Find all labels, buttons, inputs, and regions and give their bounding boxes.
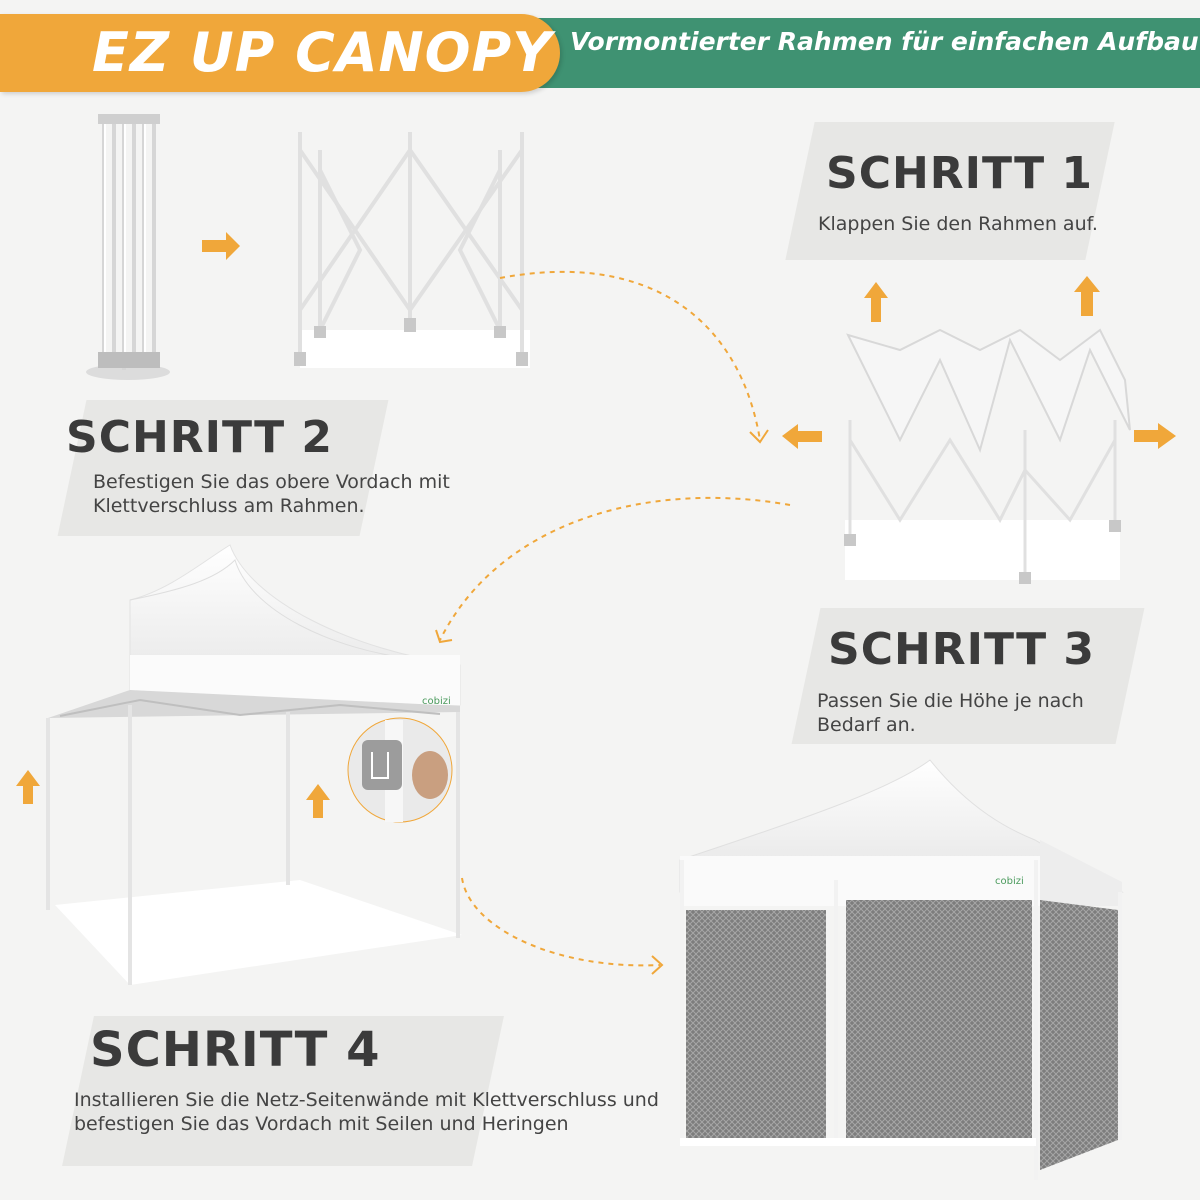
right-arrow-icon	[1134, 423, 1176, 449]
up-arrow-icon	[16, 770, 40, 804]
up-arrow-icon	[1074, 276, 1100, 316]
expanded-frame-image	[294, 132, 530, 368]
step4-title: SCHRITT 4	[90, 1022, 381, 1078]
dashed-arrow-step2	[439, 496, 791, 641]
up-arrow-icon	[306, 784, 330, 818]
right-arrow-icon	[202, 232, 240, 260]
step3-title: SCHRITT 3	[828, 624, 1096, 675]
step1-title: SCHRITT 1	[826, 148, 1094, 199]
step2-text-line2: Klettverschluss am Rahmen.	[93, 495, 365, 517]
step4-text-line1: Installieren Sie die Netz-Seitenwände mi…	[74, 1089, 659, 1111]
canopy-with-top-image: cobizi	[16, 544, 462, 985]
page-subtitle: Vormontierter Rahmen für einfachen Aufba…	[570, 27, 1199, 56]
step2-title: SCHRITT 2	[66, 412, 334, 463]
folded-frame-image	[86, 114, 170, 380]
step1-text: Klappen Sie den Rahmen auf.	[818, 213, 1098, 235]
header-title-banner	[0, 14, 560, 92]
brand-logo: cobizi	[422, 696, 451, 707]
dashed-arrow-step4	[461, 877, 661, 967]
unfolding-canopy-image	[844, 328, 1131, 584]
up-arrow-icon	[864, 282, 888, 322]
header-subtitle-banner	[520, 18, 1200, 88]
dashed-arrow-step1	[499, 270, 761, 441]
step3-text-line1: Passen Sie die Höhe je nach	[817, 690, 1084, 712]
step4-text-line2: befestigen Sie das Vordach mit Seilen un…	[74, 1113, 569, 1135]
canopy-with-mesh-walls-image: cobizi	[679, 759, 1124, 1180]
step3-text-line2: Bedarf an.	[817, 714, 916, 736]
height-adjust-detail-image	[347, 717, 453, 823]
brand-logo: cobizi	[995, 876, 1024, 887]
page-title: EZ UP CANOPY	[92, 21, 553, 84]
step2-text-line1: Befestigen Sie das obere Vordach mit	[93, 471, 450, 493]
left-arrow-icon	[782, 424, 822, 449]
